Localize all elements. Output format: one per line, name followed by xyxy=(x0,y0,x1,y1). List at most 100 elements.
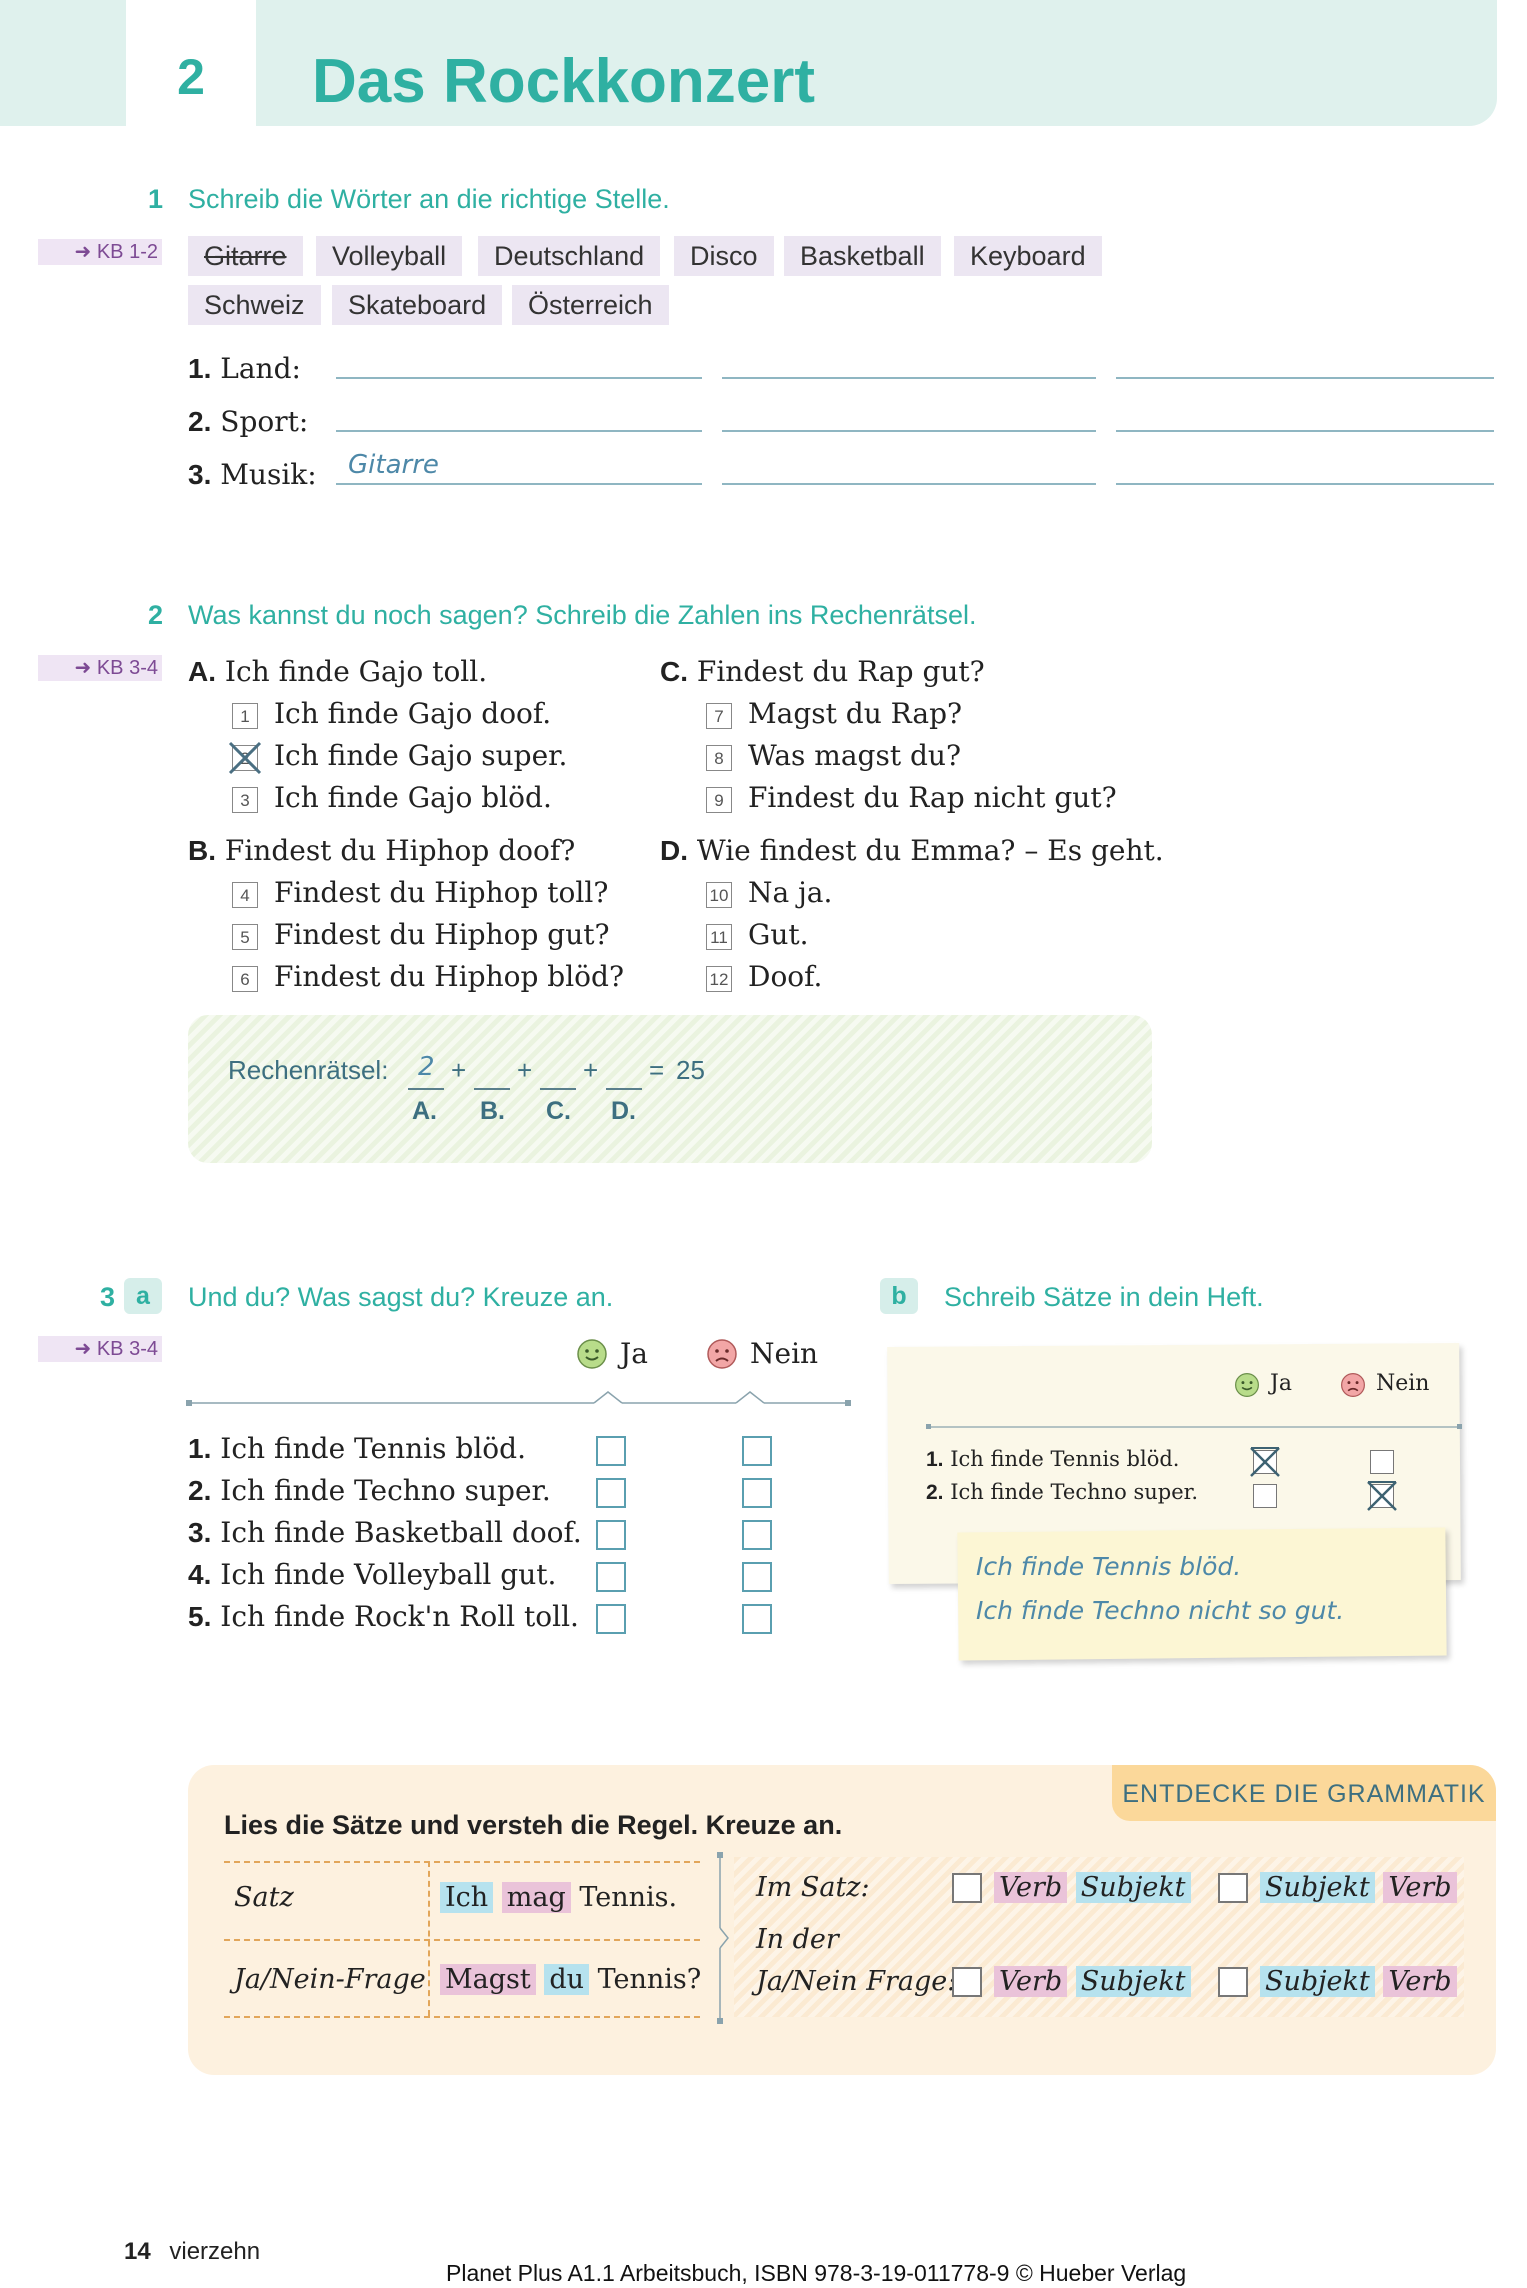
sentence-5: 5. Ich finde Rock'n Roll toll. xyxy=(188,1600,579,1633)
grammar-table-rule xyxy=(224,1939,700,1941)
example-checkbox-yes-2 xyxy=(1253,1484,1277,1508)
grammar-table-divider xyxy=(428,1861,430,2016)
checkbox-no-4[interactable] xyxy=(742,1562,772,1592)
answer-line-land-1[interactable] xyxy=(336,377,702,379)
checkbox-no-2[interactable] xyxy=(742,1478,772,1508)
example-divider xyxy=(926,1424,1462,1429)
satz-option-2: Subjekt Verb xyxy=(1260,1872,1457,1903)
checkbox-satz-verb-subjekt[interactable] xyxy=(952,1873,982,1903)
puzzle-result: 25 xyxy=(676,1055,705,1085)
puzzle-blank-a[interactable] xyxy=(408,1088,444,1090)
puzzle-blank-d[interactable] xyxy=(606,1088,642,1090)
grammar-table-rule xyxy=(224,1861,700,1863)
option-text: Ich finde Gajo super. xyxy=(274,739,568,772)
checkbox-frage-verb-subjekt[interactable] xyxy=(952,1967,982,1997)
kb-reference-3: ➜ KB 3-4 xyxy=(38,1336,162,1362)
option-text: Ich finde Gajo blöd. xyxy=(274,781,552,814)
grammar-table-rule xyxy=(224,2016,700,2018)
answer-line-musik-3[interactable] xyxy=(1116,483,1494,485)
example-row-2: 2. Ich finde Techno super. xyxy=(926,1480,1199,1504)
kb-reference-1: ➜ KB 1-2 xyxy=(38,239,162,265)
im-satz-label: Im Satz: xyxy=(756,1872,870,1903)
group-c-prompt: C. Findest du Rap gut? xyxy=(660,655,985,688)
checkbox-no-1[interactable] xyxy=(742,1436,772,1466)
option-number-box: 12 xyxy=(706,966,732,992)
option-number-box: 4 xyxy=(232,882,258,908)
happy-face-icon xyxy=(577,1339,607,1369)
answer-line-musik-1[interactable] xyxy=(336,483,702,485)
handwritten-sentence-1: Ich finde Tennis blöd. xyxy=(976,1552,1242,1581)
row-land: 1. Land: xyxy=(188,352,301,385)
answer-line-musik-2[interactable] xyxy=(722,483,1096,485)
option-number-box: 1 xyxy=(232,703,258,729)
checkbox-yes-5[interactable] xyxy=(596,1604,626,1634)
answer-line-sport-3[interactable] xyxy=(1116,430,1494,432)
example-row-1: 1. Ich finde Tennis blöd. xyxy=(926,1447,1180,1471)
kb-reference-2: ➜ KB 3-4 xyxy=(38,655,162,681)
puzzle-label: Rechenrätsel: xyxy=(228,1055,389,1085)
example-yes-label: Ja xyxy=(1270,1371,1292,1396)
frage-option-1: Verb Subjekt xyxy=(994,1966,1191,1997)
option-text: Findest du Rap nicht gut? xyxy=(748,781,1117,814)
puzzle-box xyxy=(188,1015,1152,1163)
sentence-4: 4. Ich finde Volleyball gut. xyxy=(188,1558,557,1591)
sentence-3: 3. Ich finde Basketball doof. xyxy=(188,1516,582,1549)
frage-label: Ja/Nein Frage: xyxy=(756,1966,957,1997)
cross-mark-icon xyxy=(1250,1447,1280,1477)
exercise-3b-title: Schreib Sätze in dein Heft. xyxy=(944,1282,1264,1312)
checkbox-no-5[interactable] xyxy=(742,1604,772,1634)
option-text: Findest du Hiphop blöd? xyxy=(274,960,624,993)
puzzle-blank-b[interactable] xyxy=(474,1088,510,1090)
answer-line-sport-1[interactable] xyxy=(336,430,702,432)
checkbox-satz-subjekt-verb[interactable] xyxy=(1218,1873,1248,1903)
option-text: Magst du Rap? xyxy=(748,697,963,730)
option-number-box-checked[interactable]: 2 xyxy=(228,741,262,775)
checkbox-frage-subjekt-verb[interactable] xyxy=(1218,1967,1248,1997)
checkbox-yes-2[interactable] xyxy=(596,1478,626,1508)
option-number-box: 7 xyxy=(706,703,732,729)
row-frage-label: Ja/Nein-Frage xyxy=(234,1964,426,1995)
sad-face-icon xyxy=(707,1339,737,1369)
page-title: Das Rockkonzert xyxy=(312,47,816,116)
option-number-box: 8 xyxy=(706,745,732,771)
puzzle-letter-d: D. xyxy=(611,1097,636,1125)
puzzle-equals: = xyxy=(649,1055,665,1085)
yes-label: Ja xyxy=(620,1337,648,1370)
footer-credit: Planet Plus A1.1 Arbeitsbuch, ISBN 978-3… xyxy=(446,2260,1187,2286)
word-chip-keyboard: Keyboard xyxy=(954,236,1102,276)
row-satz-sentence: Ich mag Tennis. xyxy=(440,1882,677,1913)
chapter-number: 2 xyxy=(177,49,205,105)
word-chip-disco: Disco xyxy=(674,236,774,276)
kb-label: KB 1-2 xyxy=(96,241,158,263)
answer-line-land-2[interactable] xyxy=(722,377,1096,379)
page-number: 14 vierzehn xyxy=(124,2238,261,2265)
bracket-divider xyxy=(717,1852,729,2024)
cross-mark-icon xyxy=(1367,1481,1397,1511)
answer-line-sport-2[interactable] xyxy=(722,430,1096,432)
checkbox-yes-1[interactable] xyxy=(596,1436,626,1466)
option-text: Findest du Hiphop toll? xyxy=(274,876,609,909)
exercise-3b-badge: b xyxy=(880,1278,918,1314)
grammar-tab xyxy=(1112,1765,1496,1821)
option-text: Ich finde Gajo doof. xyxy=(274,697,552,730)
table-divider xyxy=(186,1391,851,1406)
checkbox-no-3[interactable] xyxy=(742,1520,772,1550)
grammar-title: Lies die Sätze und versteh die Regel. Kr… xyxy=(224,1810,843,1840)
chapter-box xyxy=(126,0,256,126)
option-text: Was magst du? xyxy=(748,739,961,772)
word-chip-deutschland: Deutschland xyxy=(478,236,661,276)
frage-option-2: Subjekt Verb xyxy=(1260,1966,1457,1997)
option-text: Findest du Hiphop gut? xyxy=(274,918,610,951)
puzzle-blank-c[interactable] xyxy=(540,1088,576,1090)
option-text: Gut. xyxy=(748,918,809,951)
checkbox-yes-4[interactable] xyxy=(596,1562,626,1592)
example-checkbox-yes-1 xyxy=(1250,1447,1280,1477)
group-a-prompt: A. Ich finde Gajo toll. xyxy=(188,655,488,688)
checkbox-yes-3[interactable] xyxy=(596,1520,626,1550)
answer-line-land-3[interactable] xyxy=(1116,377,1494,379)
satz-option-1: Verb Subjekt xyxy=(994,1872,1191,1903)
puzzle-letter-c: C. xyxy=(546,1097,571,1125)
handwriting-note xyxy=(957,1527,1447,1661)
option-number-box: 10 xyxy=(706,882,732,908)
row-frage-sentence: Magst du Tennis? xyxy=(440,1964,701,1995)
